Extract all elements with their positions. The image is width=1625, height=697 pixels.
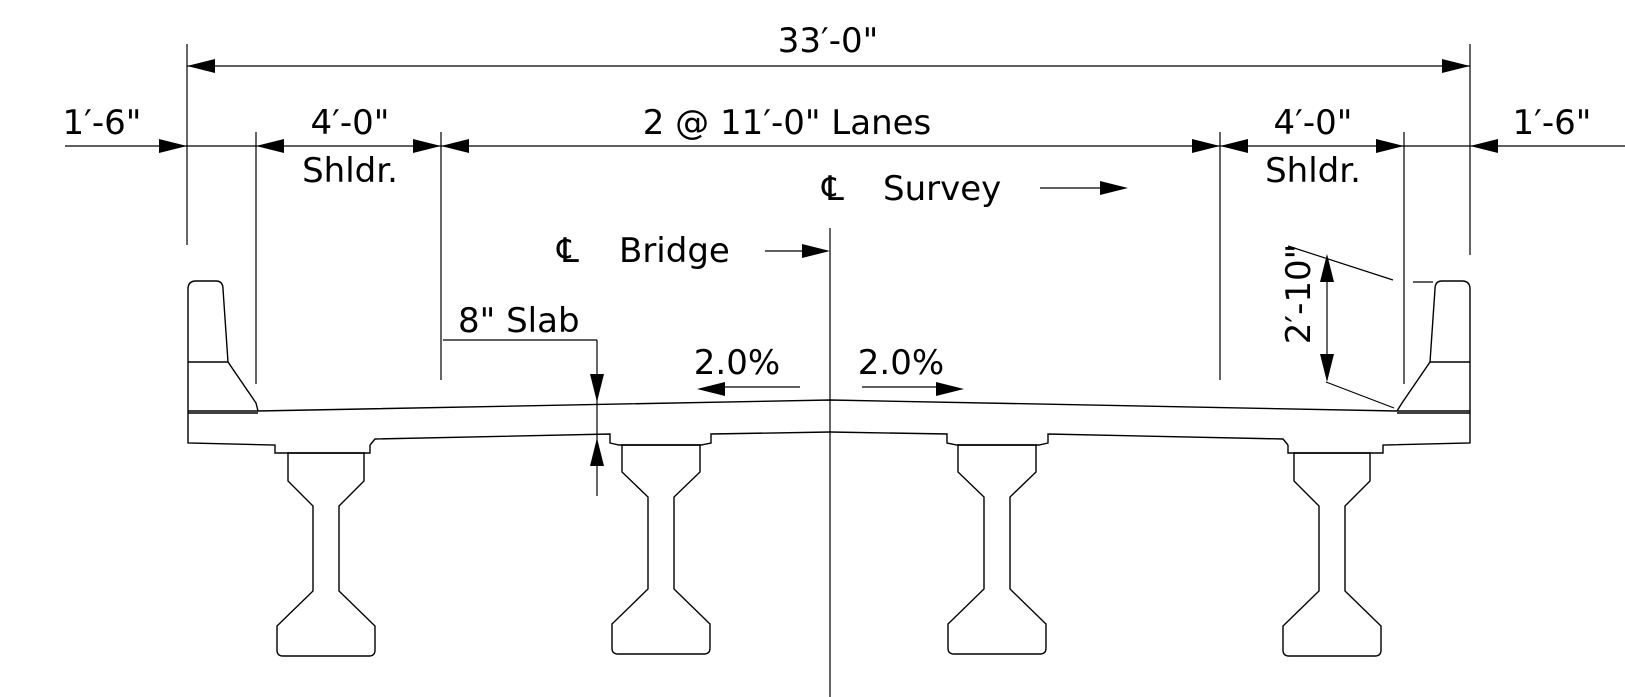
girder-1 [276,452,376,657]
right-overhang-label: 1′-6" [1513,103,1592,143]
girder-4 [1282,452,1382,657]
slab-callout: 8" Slab [443,301,604,496]
left-overhang-label: 1′-6" [63,103,142,143]
cl-survey-symbol: ℄ [821,169,844,209]
right-slope-label: 2.0% [858,343,944,383]
overall-width-label: 33′-0" [778,21,879,61]
girder-3 [947,444,1047,655]
right-barrier [1396,280,1471,413]
barrier-height-label: 2′-10" [1279,244,1319,345]
lanes-label: 2 @ 11′-0" Lanes [643,103,932,143]
barrier-height-dimension: 2′-10" [1279,244,1433,409]
cl-bridge-symbol: ℄ [556,231,579,271]
centerline-bridge: ℄ Bridge [556,228,831,697]
cl-bridge-label: Bridge [619,231,730,271]
cross-slopes: 2.0% 2.0% [694,343,964,396]
cl-survey-label: Survey [883,169,1001,209]
left-slope-label: 2.0% [694,343,780,383]
girder-2 [611,444,711,655]
left-barrier [187,280,259,413]
centerline-survey: ℄ Survey [821,169,1128,209]
right-shoulder-width-label: 4′-0" [1274,103,1353,143]
left-shoulder-label: Shldr. [302,151,398,191]
overall-dimension: 33′-0" [186,21,1471,255]
right-shoulder-label: Shldr. [1265,151,1361,191]
left-shoulder-width-label: 4′-0" [311,103,390,143]
slab-label: 8" Slab [458,301,580,341]
component-dimensions: 1′-6" 4′-0" Shldr. 2 @ 11′-0" Lanes 4′-0… [63,103,1625,384]
deck-slab [187,399,1471,454]
